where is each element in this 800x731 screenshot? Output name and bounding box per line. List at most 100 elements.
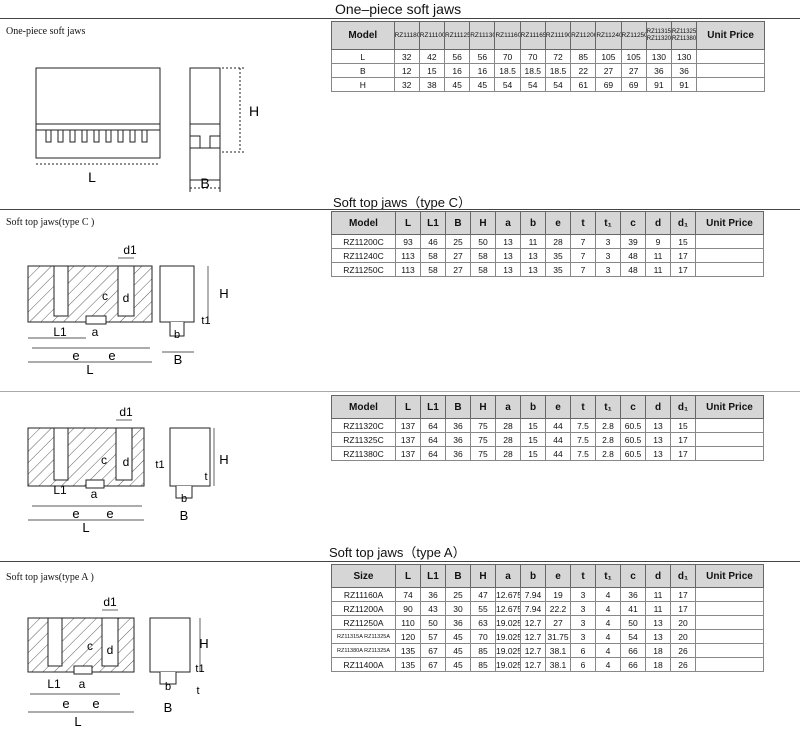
model-cell: RZ11250A [331,615,396,630]
value-cell: 137 [395,432,421,447]
value-cell: 2.8 [595,432,621,447]
unit-price-cell [696,77,765,92]
value-cell: 15 [520,418,546,433]
drawing-label-one-piece: One-piece soft jaws [6,26,86,37]
model-cell: RZ11325C [331,432,396,447]
column-header: RZ11190 [544,21,572,50]
unit-price-cell [696,49,765,64]
model-cell: RZ11200A [331,601,396,616]
unit-price-cell [695,248,764,263]
dim-label-e: e [62,696,69,711]
value-cell: 6 [570,643,596,658]
value-cell: 135 [395,643,421,658]
value-cell: 26 [670,643,696,658]
column-header: c [620,211,646,235]
value-cell: 91 [645,77,672,92]
value-cell: 70 [470,629,496,644]
value-cell: 64 [420,446,446,461]
value-cell: 11 [645,248,671,263]
value-cell: 36 [620,587,646,602]
value-cell: 85 [470,657,496,672]
value-cell: 11 [645,601,671,616]
model-cell: RZ11380C [331,446,396,461]
value-cell: 22 [570,63,597,78]
value-cell: 46 [420,234,446,249]
column-header: d [645,395,671,419]
column-header: a [495,395,521,419]
value-cell: 70 [519,49,546,64]
value-cell: 60.5 [620,418,646,433]
column-header: RZ11125 [443,21,471,50]
value-cell: 45 [469,77,496,92]
dim-label-H: H [249,103,259,119]
dim-label-d1: d1 [119,405,133,419]
column-header-unit-price: Unit Price [695,395,764,419]
value-cell: 63 [470,615,496,630]
value-cell: 58 [470,262,496,277]
value-cell: 15 [670,418,696,433]
value-cell: 4 [595,587,621,602]
column-header: t [570,564,596,588]
value-cell: 3 [570,587,596,602]
dim-label-b: b [165,681,171,693]
value-cell: 13 [645,432,671,447]
dim-label-L1: L1 [47,677,61,691]
value-cell: 48 [620,262,646,277]
value-cell: 7.5 [570,446,596,461]
value-cell: 15 [418,63,446,78]
section-title-one-piece: One–piece soft jaws [335,1,462,17]
unit-price-cell [695,446,764,461]
value-cell: 12 [393,63,420,78]
dim-label-t1: t1 [201,315,210,327]
value-cell: 75 [470,446,496,461]
dim-label-H: H [219,286,228,301]
value-cell: 13 [645,446,671,461]
value-cell: 27 [445,262,471,277]
value-cell: 17 [670,446,696,461]
value-cell: 18 [645,657,671,672]
value-cell: 105 [620,49,647,64]
dim-label-a: a [91,487,98,501]
value-cell: 48 [620,248,646,263]
unit-price-cell [695,234,764,249]
value-cell: 56 [443,49,471,64]
model-cell: B [331,63,395,78]
value-cell: 36 [645,63,672,78]
value-cell: 47 [470,587,496,602]
value-cell: 113 [395,248,421,263]
dim-label-L1: L1 [53,325,67,339]
value-cell: 4 [595,629,621,644]
dim-label-t1: t1 [195,663,204,675]
dim-label-H: H [219,452,228,467]
dim-label-c: c [102,289,108,303]
value-cell: 50 [620,615,646,630]
value-cell: 66 [620,643,646,658]
value-cell: 18.5 [519,63,546,78]
value-cell: 18.5 [494,63,521,78]
value-cell: 67 [420,657,446,672]
value-cell: 105 [595,49,622,64]
column-header: e [545,564,571,588]
column-header: d₁ [670,564,696,588]
value-cell: 74 [395,587,421,602]
value-cell: 12.7 [520,643,546,658]
value-cell: 27 [595,63,622,78]
value-cell: 13 [495,234,521,249]
dim-label-e: e [106,506,113,521]
unit-price-cell [695,657,764,672]
dim-label-c: c [101,453,107,467]
value-cell: 19.025 [495,643,521,658]
value-cell: 41 [620,601,646,616]
value-cell: 7 [570,248,596,263]
column-header: B [445,211,471,235]
value-cell: 28 [495,418,521,433]
value-cell: 13 [645,629,671,644]
column-header: t [570,395,596,419]
value-cell: 12.7 [520,615,546,630]
dim-label-B: B [164,700,173,715]
